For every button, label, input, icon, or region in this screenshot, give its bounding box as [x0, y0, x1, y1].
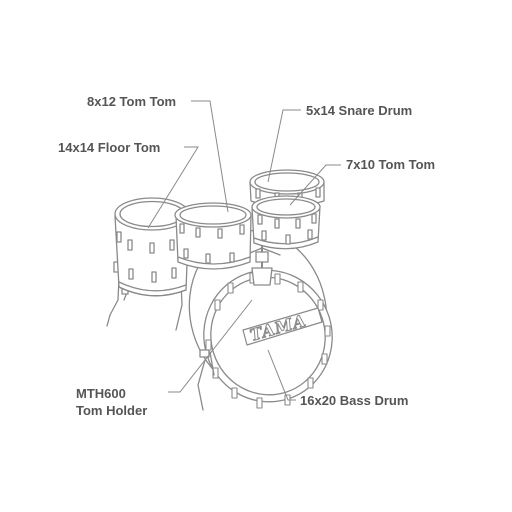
leader-8x12	[191, 100, 229, 213]
label-14x14-floor-tom: 14x14 Floor Tom	[58, 140, 161, 155]
leader-14x14	[147, 146, 199, 229]
label-holder-model: MTH600	[76, 386, 126, 401]
bass-drum-16x20	[188, 229, 333, 411]
label-mth600-tom-holder: MTH600 Tom Holder	[76, 385, 147, 419]
leader-5x14	[267, 109, 301, 183]
floor-tom-14x14	[114, 197, 190, 297]
tom-tom-7x10	[251, 195, 321, 250]
leader-lines	[147, 100, 341, 401]
leader-bass	[267, 349, 296, 401]
leader-holder	[168, 299, 253, 393]
leader-7x10	[289, 164, 341, 206]
label-holder-name: Tom Holder	[76, 403, 148, 418]
tom-holder-mth600	[244, 239, 281, 286]
label-8x12-tom-tom: 8x12 Tom Tom	[87, 94, 177, 109]
label-5x14-snare-drum: 5x14 Snare Drum	[306, 103, 413, 118]
tom-tom-8x12	[174, 202, 252, 270]
label-7x10-tom-tom: 7x10 Tom Tom	[346, 157, 436, 172]
label-16x20-bass-drum: 16x20 Bass Drum	[300, 393, 409, 408]
